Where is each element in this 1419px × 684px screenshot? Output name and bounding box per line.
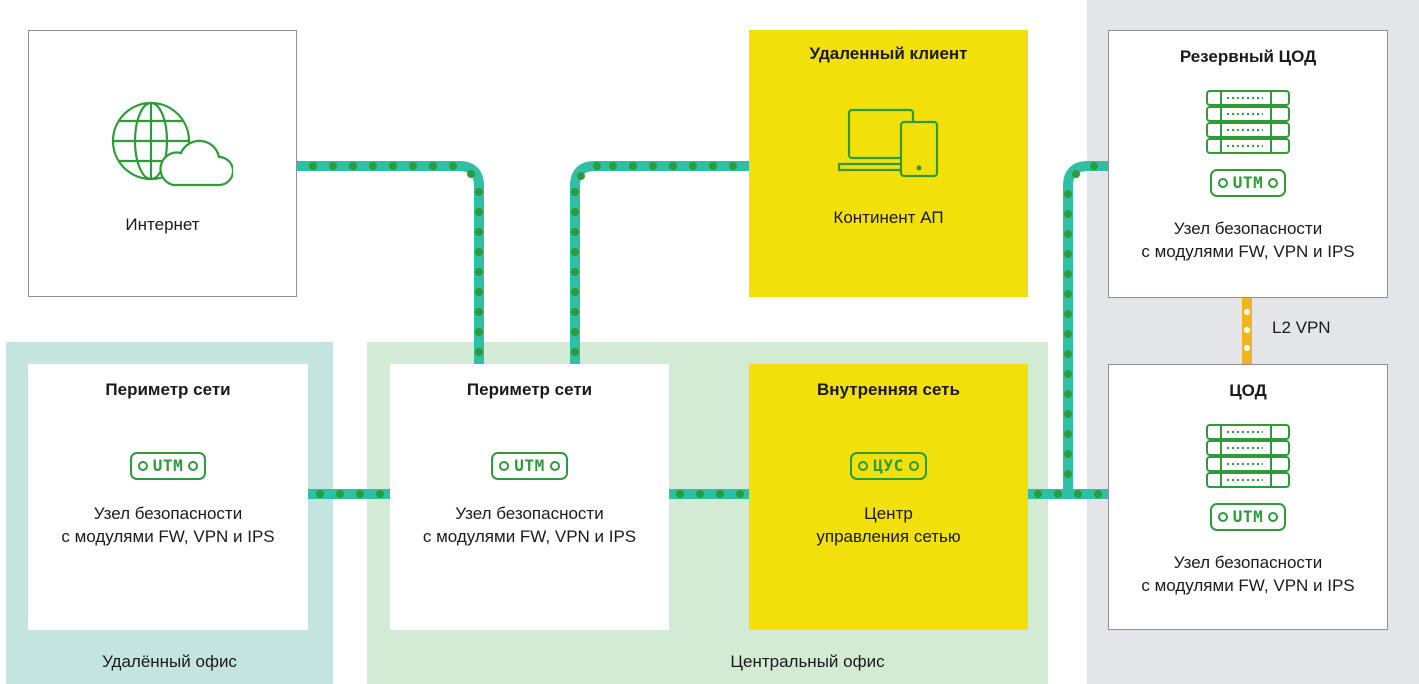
- backup-dc-desc: Узел безопасности с модулями FW, VPN и I…: [1141, 217, 1354, 263]
- remote-perimeter-title: Периметр сети: [105, 380, 231, 399]
- remote-office-label: Удалённый офис: [102, 652, 237, 671]
- desc-line: с модулями FW, VPN и IPS: [1141, 576, 1355, 595]
- utm-badge: UTM: [1209, 503, 1287, 531]
- badge-dot-icon: [1268, 178, 1279, 188]
- desc-line: с модулями FW, VPN и IPS: [1141, 242, 1355, 261]
- desc-line: Узел безопасности: [93, 504, 243, 523]
- remote-client-desc: Континент АП: [833, 208, 944, 227]
- desc-line: Узел безопасности: [1173, 553, 1323, 572]
- badge-dot-icon: [549, 461, 560, 471]
- cus-badge-label: ЦУС: [873, 456, 904, 475]
- server-rack-icon: [1206, 424, 1290, 488]
- desc-line: Узел безопасности: [1173, 219, 1323, 238]
- link-client-central: [570, 161, 754, 369]
- badge-dot-icon: [908, 461, 919, 471]
- badge-dot-icon: [1217, 178, 1228, 188]
- desc-line: Центр: [864, 504, 913, 523]
- badge-dot-icon: [1217, 512, 1228, 522]
- internal-network-desc: Центр управления сетью: [816, 502, 960, 548]
- desc-line: управления сетью: [816, 527, 961, 546]
- badge-dot-icon: [137, 461, 148, 471]
- remote-perimeter-node: Периметр сети UTM Узел безопасности с мо…: [28, 364, 308, 630]
- dc-title: ЦОД: [1229, 381, 1267, 400]
- internal-network-title: Внутренняя сеть: [817, 380, 960, 399]
- dc-node: ЦОД UTM Узел безопасности с модулями FW,…: [1108, 364, 1388, 630]
- desc-line: с модулями FW, VPN и IPS: [422, 527, 637, 546]
- utm-badge: UTM: [129, 452, 207, 480]
- internal-network-node: Внутренняя сеть ЦУС Центр управления сет…: [749, 364, 1028, 630]
- central-perimeter-node: Периметр сети UTM Узел безопасности с мо…: [390, 364, 669, 630]
- desc-line: с модулями FW, VPN и IPS: [61, 527, 275, 546]
- utm-badge-label: UTM: [1232, 173, 1264, 192]
- badge-dot-icon: [499, 461, 510, 471]
- backup-dc-node: Резервный ЦОД UTM Узел безопасности с мо…: [1108, 30, 1388, 298]
- globe-cloud-icon: [111, 101, 233, 187]
- remote-perimeter-desc: Узел безопасности с модулями FW, VPN и I…: [61, 502, 274, 548]
- backup-dc-title: Резервный ЦОД: [1179, 47, 1317, 66]
- utm-badge-label: UTM: [152, 456, 184, 475]
- l2-vpn-label: L2 VPN: [1272, 318, 1331, 337]
- link-internet-central: [292, 161, 484, 369]
- server-rack-icon: [1206, 90, 1290, 154]
- internet-node: Интернет: [28, 30, 297, 297]
- remote-client-title: Удаленный клиент: [809, 44, 968, 63]
- utm-badge: UTM: [1209, 169, 1287, 197]
- desc-line: Узел безопасности: [455, 504, 604, 523]
- laptop-tablet-icon: [837, 108, 938, 178]
- badge-dot-icon: [858, 461, 869, 471]
- central-perimeter-desc: Узел безопасности с модулями FW, VPN и I…: [423, 502, 636, 548]
- dc-desc: Узел безопасности с модулями FW, VPN и I…: [1141, 551, 1354, 597]
- badge-dot-icon: [1268, 512, 1279, 522]
- badge-dot-icon: [188, 461, 199, 471]
- utm-badge-label: UTM: [514, 456, 545, 475]
- central-perimeter-title: Периметр сети: [466, 380, 593, 399]
- utm-badge: UTM: [491, 452, 568, 480]
- cus-badge: ЦУС: [850, 452, 927, 480]
- utm-badge-label: UTM: [1232, 507, 1264, 526]
- central-office-label: Центральный офис: [730, 652, 885, 671]
- internet-label: Интернет: [125, 215, 200, 234]
- remote-client-node: Удаленный клиент Континент АП: [749, 30, 1028, 297]
